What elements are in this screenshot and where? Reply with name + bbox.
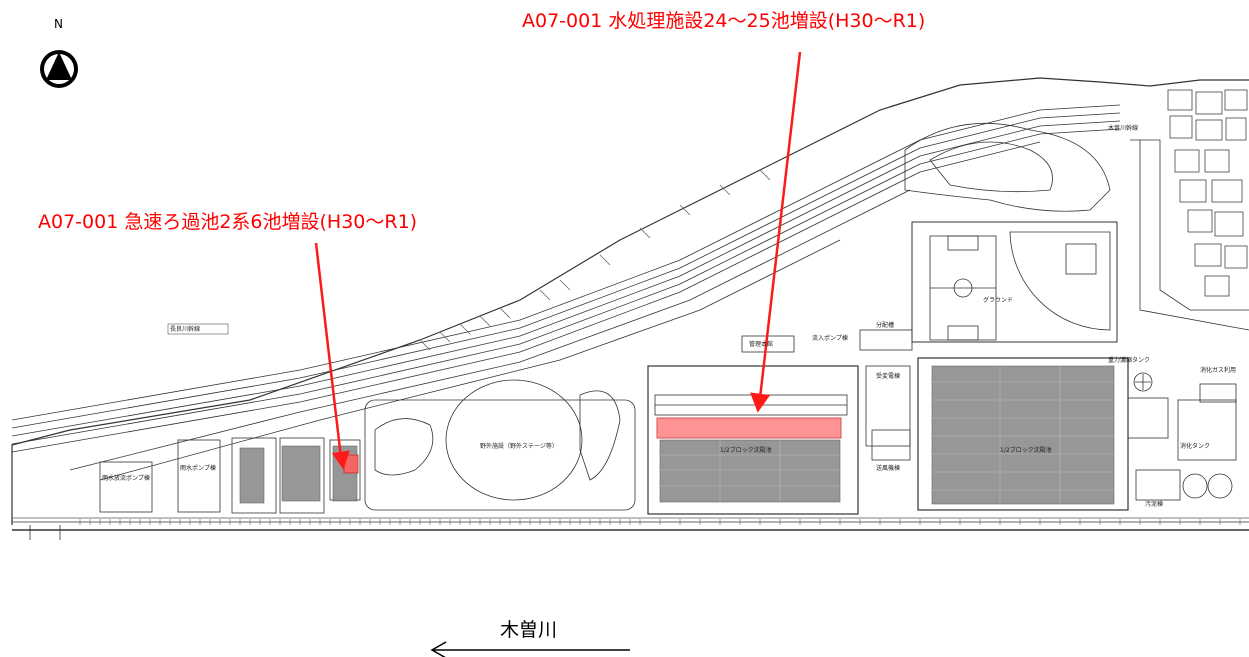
map-label-rain-pump: 雨水ポンプ棟 (180, 464, 216, 472)
map-label-settling-1: 1/2ブロック沈殿池 (720, 446, 772, 454)
left-arrow-icon (430, 641, 630, 657)
water-treatment-annotation: A07-001 水処理施設24～25池増設(H30～R1) (522, 10, 926, 32)
map-label-gas-use: 消化ガス利用 (1200, 366, 1236, 374)
rapid-filter-pointer (314, 242, 343, 459)
north-arrow-icon (40, 50, 78, 88)
map-label-ground: グラウンド (983, 296, 1013, 304)
map-label-substation: 受変電棟 (876, 372, 900, 380)
river-label: 木曽川 (500, 619, 558, 641)
map-label-open-stage: 野外施設（野外ステージ等） (480, 442, 558, 450)
map-label-blower: 送風機棟 (876, 464, 900, 472)
water-treatment-pointer (758, 51, 802, 399)
map-label-main-line: 長良川幹線 (170, 325, 200, 333)
existing-filter-basin-1 (239, 447, 265, 504)
map-label-digester: 消化タンク (1180, 442, 1210, 450)
water-treatment-pointer-head (750, 392, 771, 413)
map-label-sludge: 汚泥棟 (1145, 500, 1163, 508)
map-label-management: 管理本館 (749, 340, 773, 348)
existing-treatment-basins-right (931, 365, 1115, 505)
new-treatment-basins-highlight (656, 417, 842, 439)
rapid-filter-annotation: A07-001 急速ろ過池2系6池増設(H30～R1) (38, 211, 418, 233)
existing-filter-basin-2 (281, 445, 321, 502)
map-label-distribution: 分配槽 (876, 321, 894, 329)
map-label-inflow-pump: 流入ポンプ棟 (812, 334, 848, 342)
rapid-filter-pointer-head (331, 450, 350, 470)
map-label-rain-discharge: 雨水放流ポンプ棟 (102, 474, 150, 482)
north-label: N (54, 17, 63, 31)
existing-treatment-basins-center (659, 439, 841, 503)
map-label-settling-2: 1/2ブロック沈殿池 (1000, 446, 1052, 454)
map-label-kisogawa-line: 木曽川幹線 (1108, 124, 1138, 132)
map-label-gravity-tank: 重力濃縮タンク (1108, 356, 1150, 364)
